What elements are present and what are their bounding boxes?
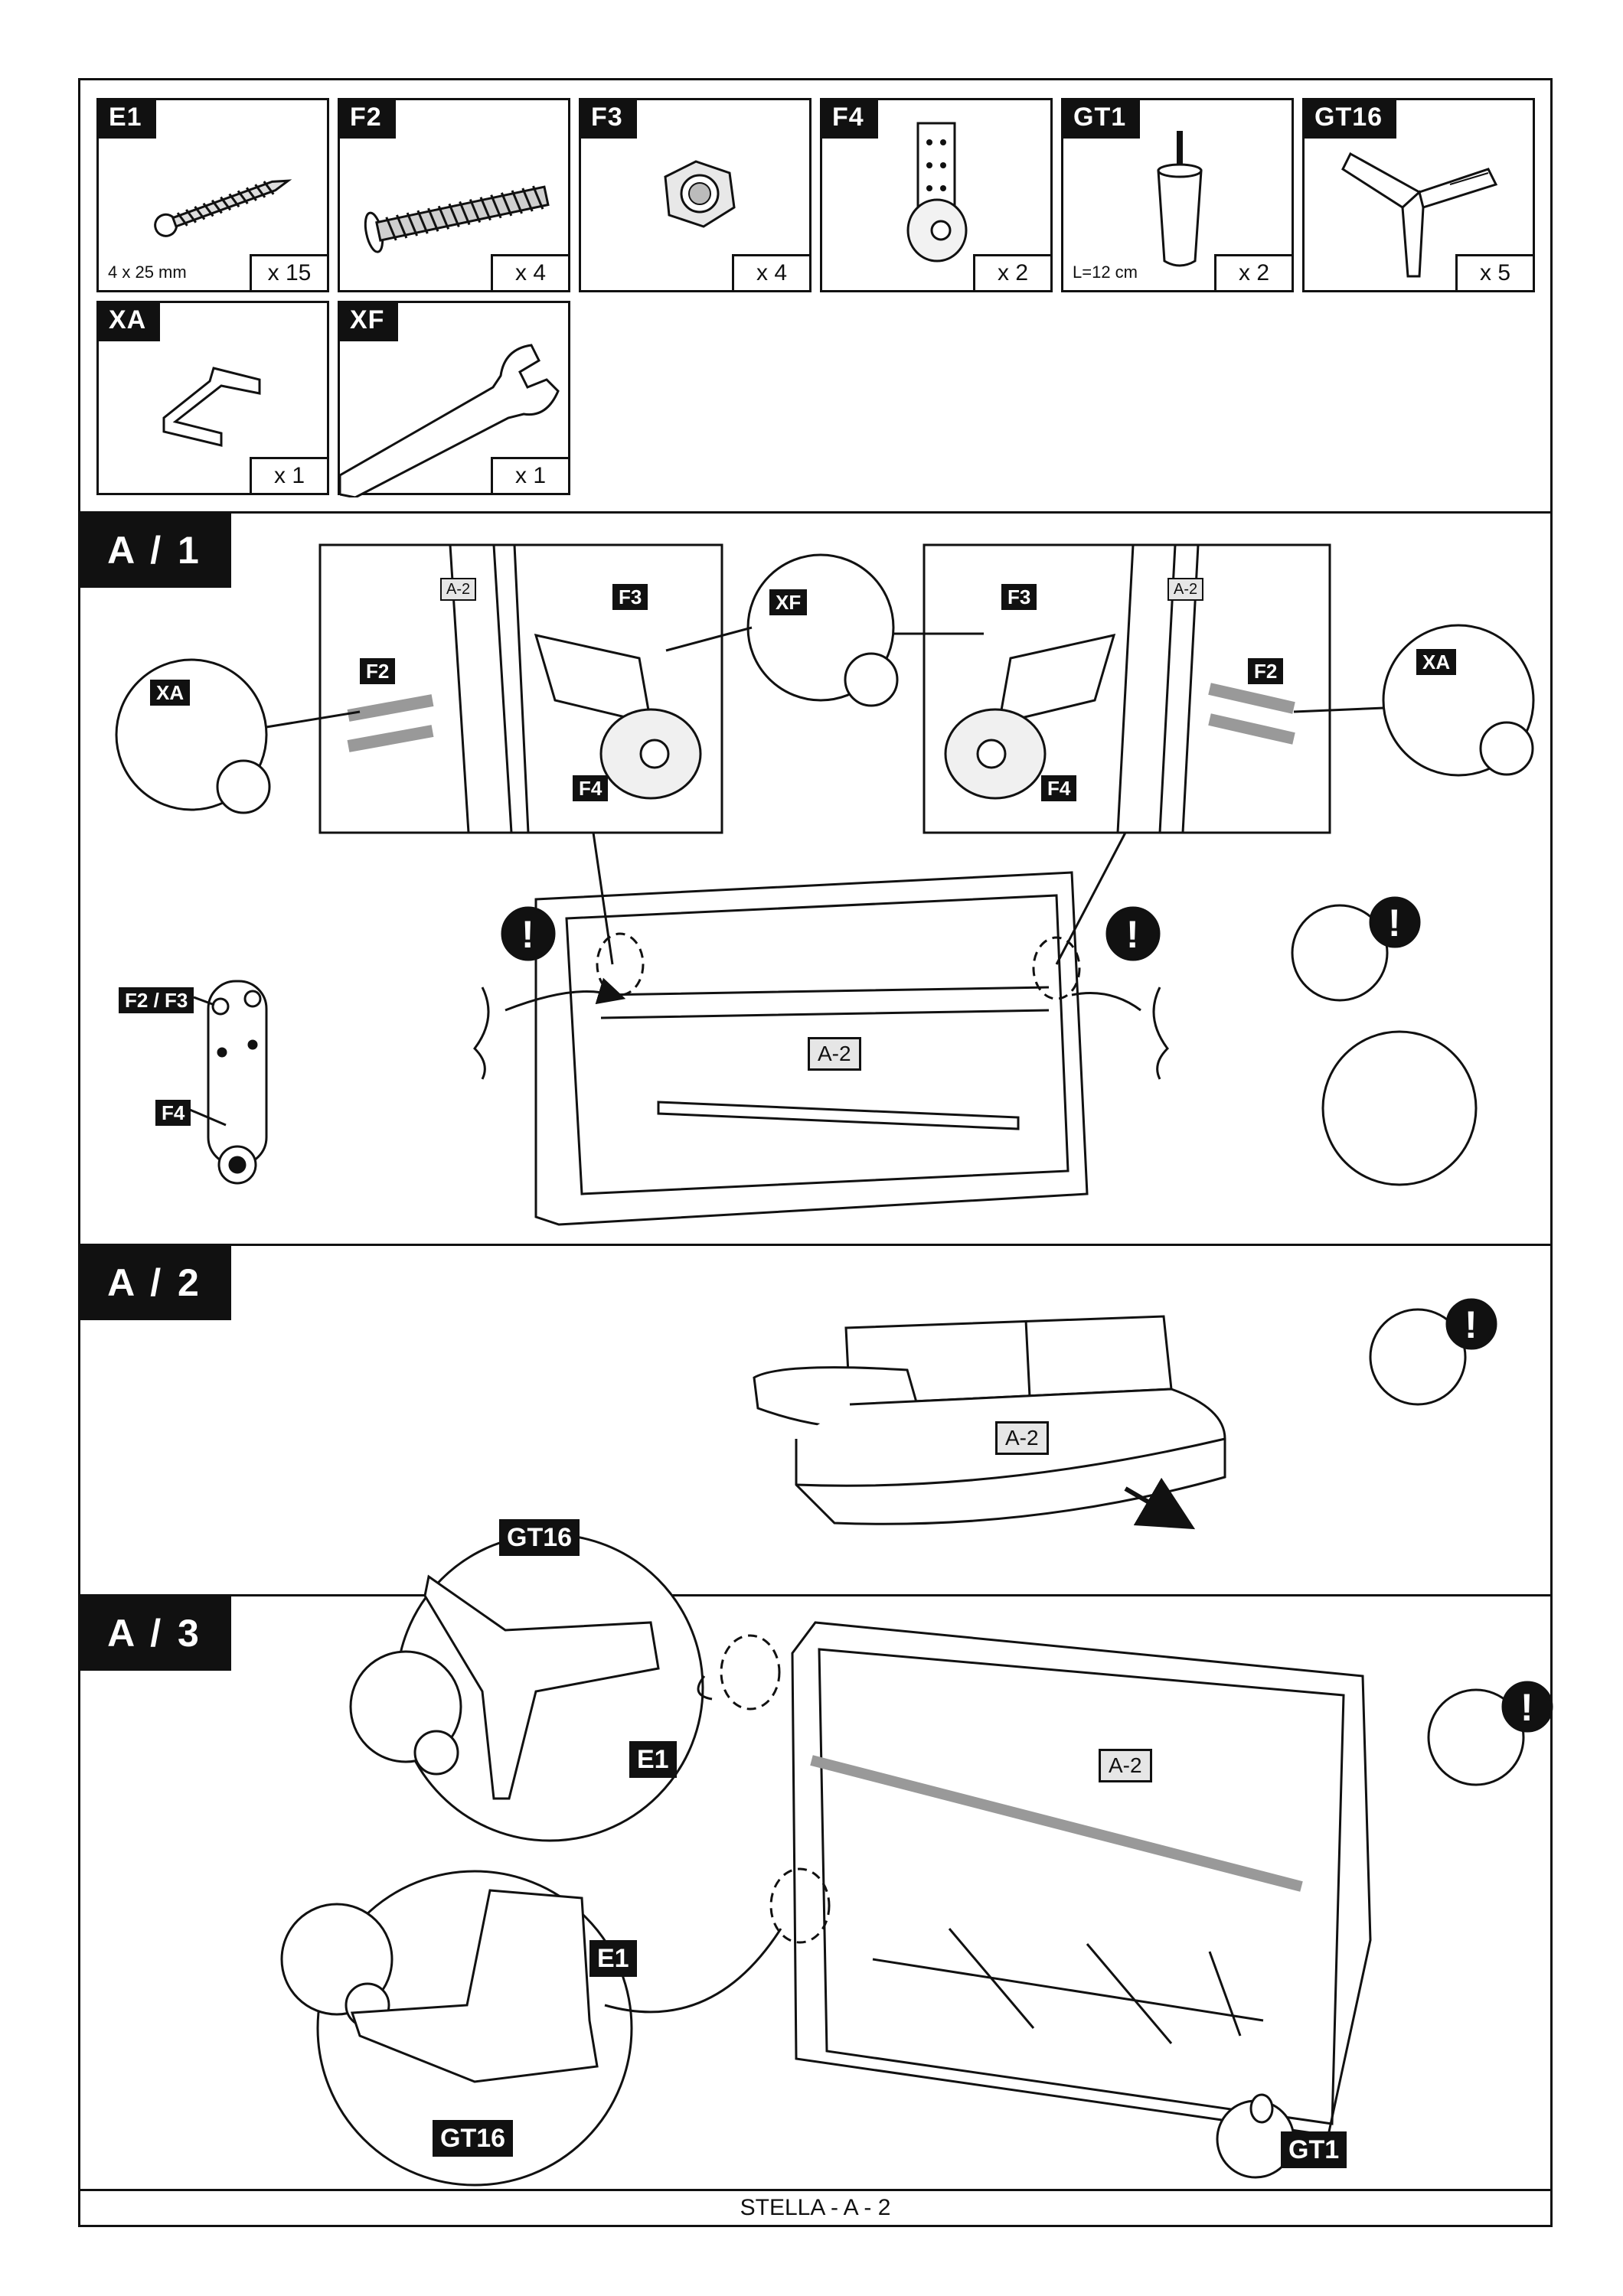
label-xa-right: XA bbox=[1416, 649, 1457, 675]
svg-text:!: ! bbox=[1126, 913, 1139, 956]
divider-parts bbox=[78, 511, 1553, 514]
label-f4-bracket: F4 bbox=[155, 1100, 191, 1126]
step-badge-a1: A / 1 bbox=[78, 513, 231, 588]
label-e1-top: E1 bbox=[629, 1741, 677, 1778]
part-code: XF bbox=[338, 301, 399, 341]
label-f2-left: F2 bbox=[360, 658, 396, 684]
part-f4: F4 x 2 bbox=[820, 98, 1053, 292]
label-f4-left: F4 bbox=[573, 775, 609, 801]
part-size: 4 x 25 mm bbox=[108, 263, 187, 282]
screw-icon bbox=[154, 179, 292, 237]
svg-text:!: ! bbox=[1520, 1686, 1533, 1729]
part-f3: F3 x 4 bbox=[579, 98, 812, 292]
page-footer: STELLA - A - 2 bbox=[740, 2195, 891, 2220]
label-gt1: GT1 bbox=[1281, 2131, 1347, 2168]
allen-key-icon bbox=[162, 367, 261, 447]
divider-footer bbox=[78, 2189, 1553, 2191]
label-a2: A-2 bbox=[1099, 1749, 1152, 1782]
label-a2-sofa: A-2 bbox=[808, 1037, 861, 1071]
part-e1: E1 4 x 25 mm x 15 bbox=[96, 98, 329, 292]
bolt-icon bbox=[364, 185, 550, 253]
label-gt16-bottom: GT16 bbox=[433, 2120, 514, 2157]
label-f4-right: F4 bbox=[1041, 775, 1077, 801]
leg-icon bbox=[1157, 131, 1203, 267]
part-qty: x 2 bbox=[973, 254, 1053, 292]
label-f2-f3: F2 / F3 bbox=[119, 987, 194, 1013]
wheel-bracket-icon bbox=[906, 122, 968, 263]
part-gt1: GT1 L=12 cm x 2 bbox=[1061, 98, 1294, 292]
part-code: E1 bbox=[96, 98, 156, 139]
label-gt16-top: GT16 bbox=[499, 1519, 580, 1556]
part-qty: x 1 bbox=[491, 457, 570, 495]
divider-a2 bbox=[78, 1594, 1553, 1596]
step-badge-a2: A / 2 bbox=[78, 1245, 231, 1320]
part-xa: XA x 1 bbox=[96, 301, 329, 495]
svg-text:!: ! bbox=[521, 913, 534, 956]
part-qty: x 1 bbox=[250, 457, 329, 495]
part-qty: x 4 bbox=[491, 254, 570, 292]
nut-icon bbox=[664, 160, 736, 228]
part-size: L=12 cm bbox=[1073, 263, 1138, 282]
part-qty: x 5 bbox=[1455, 254, 1535, 292]
part-code: GT1 bbox=[1061, 98, 1141, 139]
label-xf: XF bbox=[769, 589, 808, 615]
part-code: F3 bbox=[579, 98, 637, 139]
part-xf: XF x 1 bbox=[338, 301, 570, 497]
part-qty: x 4 bbox=[732, 254, 812, 292]
label-f3-left: F3 bbox=[612, 584, 648, 610]
part-f2: F2 x 4 bbox=[338, 98, 570, 292]
label-f2-right: F2 bbox=[1248, 658, 1284, 684]
page-frame bbox=[78, 78, 1553, 2227]
part-gt16: GT16 x 5 bbox=[1302, 98, 1535, 292]
svg-text:!: ! bbox=[1388, 902, 1401, 944]
label-xa-left: XA bbox=[150, 680, 191, 706]
part-code: F4 bbox=[820, 98, 878, 139]
label-e1-bottom: E1 bbox=[589, 1940, 637, 1977]
part-code: GT16 bbox=[1302, 98, 1397, 139]
svg-text:!: ! bbox=[1465, 1303, 1478, 1346]
label-a2: A-2 bbox=[995, 1421, 1049, 1455]
label-a2-box-left: A-2 bbox=[440, 578, 477, 601]
label-a2-box-right: A-2 bbox=[1167, 578, 1204, 601]
part-code: F2 bbox=[338, 98, 396, 139]
angled-leg-icon bbox=[1341, 152, 1498, 278]
step-badge-a3: A / 3 bbox=[78, 1596, 231, 1671]
wrench-icon bbox=[340, 344, 560, 497]
label-f3-right: F3 bbox=[1001, 584, 1037, 610]
part-qty: x 2 bbox=[1214, 254, 1294, 292]
divider-a1 bbox=[78, 1244, 1553, 1246]
part-code: XA bbox=[96, 301, 161, 341]
part-qty: x 15 bbox=[250, 254, 329, 292]
